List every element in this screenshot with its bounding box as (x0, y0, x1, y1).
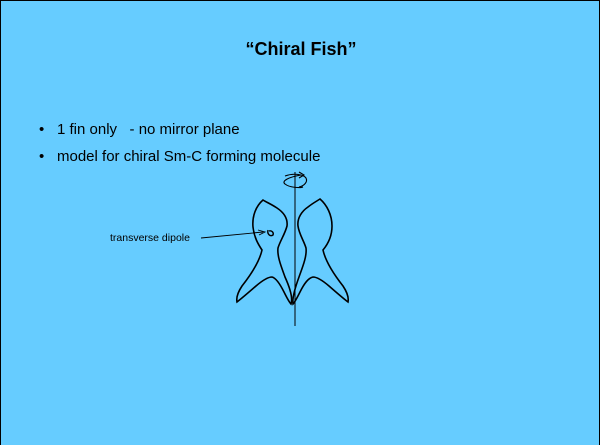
left-fish-outline (237, 200, 292, 304)
label-leader-line (201, 232, 263, 238)
transverse-dipole-mark (268, 230, 273, 236)
right-fish-outline (293, 199, 348, 304)
dipole-label: transverse dipole (110, 232, 190, 244)
